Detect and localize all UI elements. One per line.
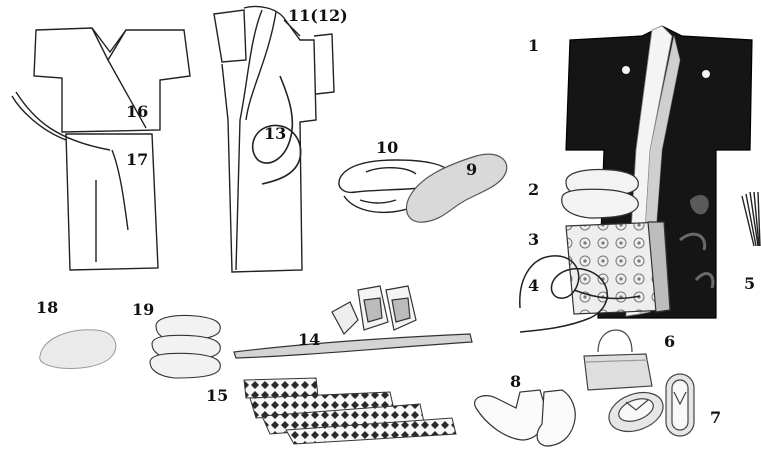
obi-icon [566, 222, 670, 314]
label-17: 17 [126, 152, 148, 168]
patterned-cloths-icon [244, 378, 456, 444]
towels-icon [150, 315, 220, 378]
label-8: 8 [510, 374, 521, 390]
label-14: 14 [298, 332, 320, 348]
label-13: 13 [264, 126, 286, 142]
pad-icon [40, 330, 116, 369]
label-2: 2 [528, 182, 539, 198]
label-18: 18 [36, 300, 58, 316]
strings-and-clips-icon [234, 286, 472, 358]
label-9: 9 [466, 162, 477, 178]
obi-board-icon [406, 154, 506, 222]
label-3: 3 [528, 232, 539, 248]
label-16: 16 [126, 104, 148, 120]
label-5: 5 [744, 276, 755, 292]
label-1: 1 [528, 38, 539, 54]
label-10: 10 [376, 140, 398, 156]
label-11: 11(12) [288, 8, 348, 24]
label-6: 6 [664, 334, 675, 350]
folding-fan-icon [742, 192, 760, 246]
label-15: 15 [206, 388, 228, 404]
tabi-socks-icon [475, 390, 576, 446]
undershirt-icon [34, 28, 190, 132]
label-19: 19 [132, 302, 154, 318]
label-7: 7 [710, 410, 721, 426]
label-4: 4 [528, 278, 539, 294]
handbag-icon [584, 330, 652, 390]
folded-cloth-icon [562, 170, 639, 219]
